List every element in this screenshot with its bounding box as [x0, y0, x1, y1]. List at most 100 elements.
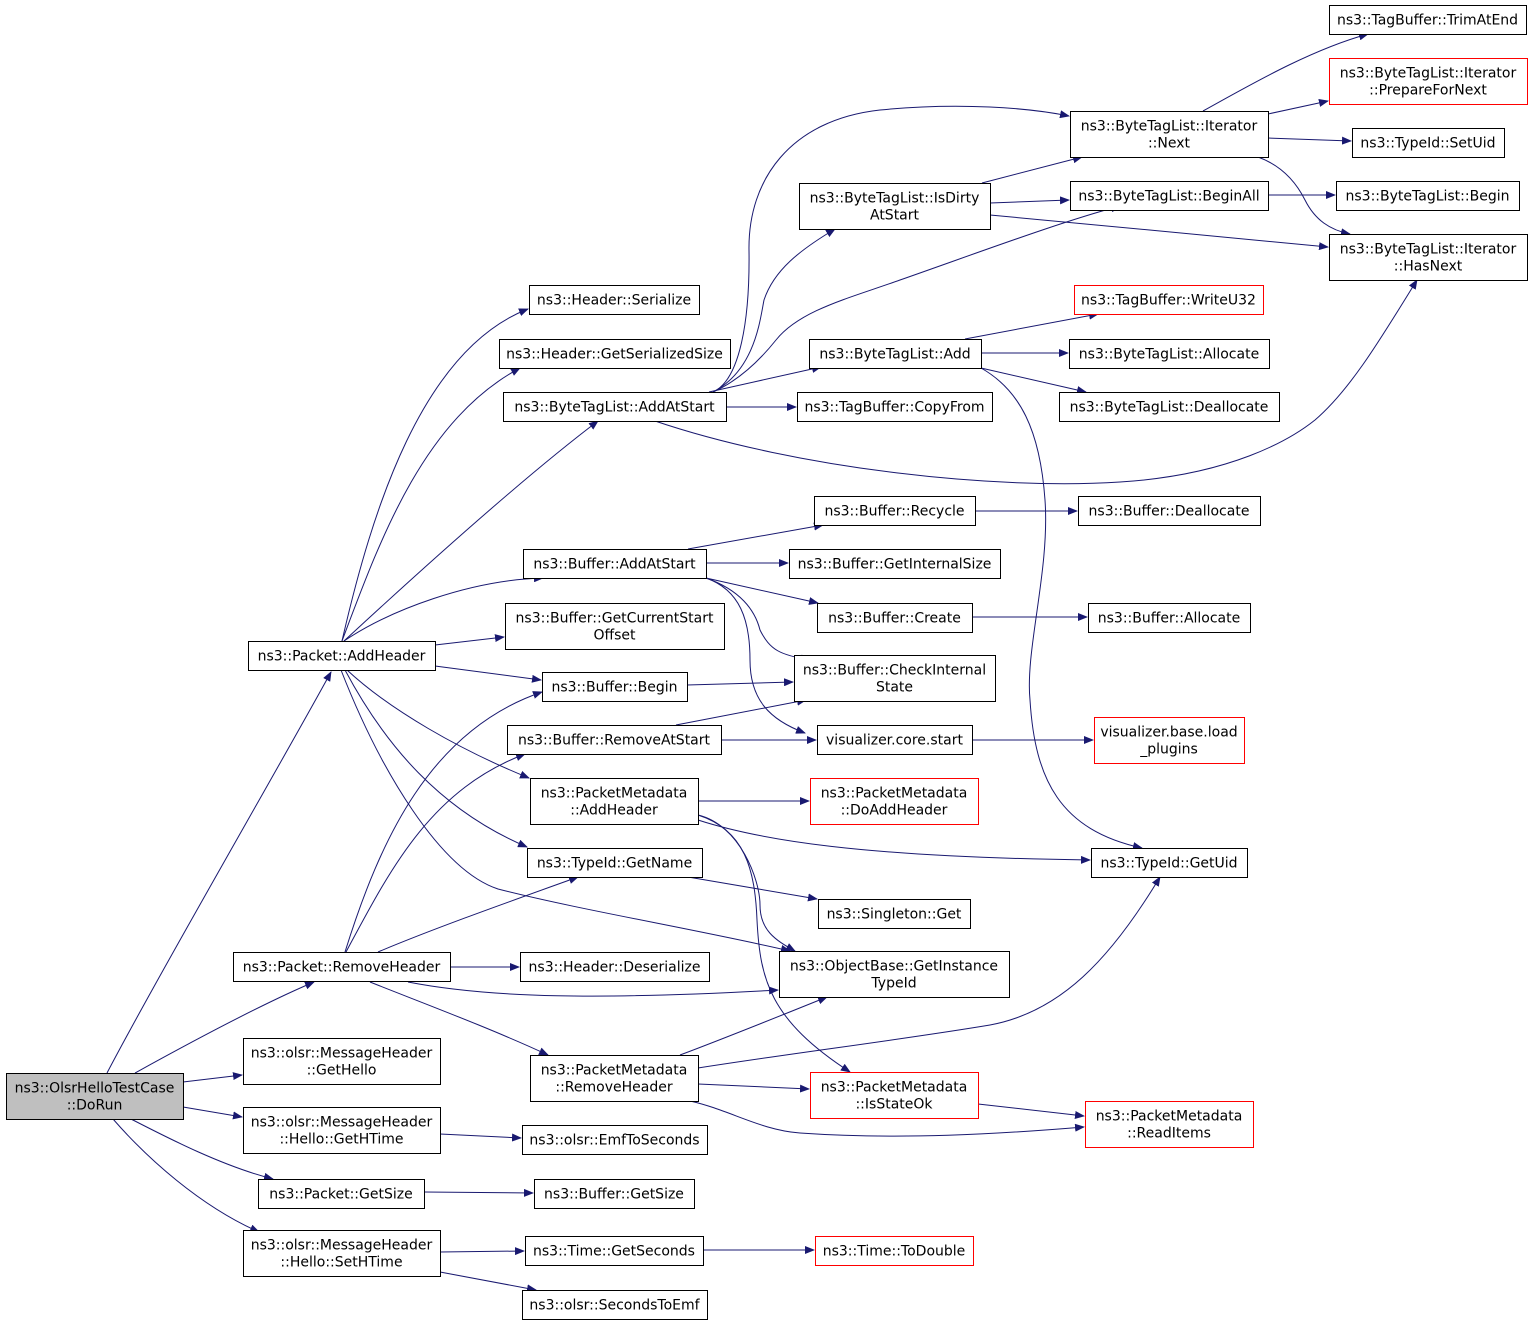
node-label-line: ns3::Buffer::GetCurrentStart [516, 611, 714, 627]
node-pkt-getsize[interactable]: ns3::Packet::GetSize [258, 1179, 425, 1209]
node-btl-beginall[interactable]: ns3::ByteTagList::BeginAll [1070, 181, 1269, 211]
node-tb-writeu32[interactable]: ns3::TagBuffer::WriteU32 [1074, 285, 1264, 315]
node-time-todouble[interactable]: ns3::Time::ToDouble [815, 1236, 974, 1266]
node-pm-addheader[interactable]: ns3::PacketMetadata::AddHeader [530, 778, 699, 825]
node-hello-sethtime[interactable]: ns3::olsr::MessageHeader::Hello::SetHTim… [243, 1230, 441, 1277]
node-box [534, 1179, 695, 1209]
node-box [233, 952, 451, 982]
node-buf-getsize[interactable]: ns3::Buffer::GetSize [534, 1179, 695, 1209]
node-pkt-removeheader[interactable]: ns3::Packet::RemoveHeader [233, 952, 451, 982]
node-time-getseconds[interactable]: ns3::Time::GetSeconds [525, 1236, 704, 1266]
node-msg-gethello[interactable]: ns3::olsr::MessageHeader::GetHello [243, 1038, 441, 1085]
edge-path [705, 577, 819, 605]
node-pm-isstateok[interactable]: ns3::PacketMetadata::IsStateOk [810, 1072, 979, 1119]
node-buf-recycle[interactable]: ns3::Buffer::Recycle [814, 496, 976, 526]
node-pm-removeheader[interactable]: ns3::PacketMetadata::RemoveHeader [530, 1055, 699, 1102]
node-pm-readitems[interactable]: ns3::PacketMetadata::ReadItems [1085, 1101, 1254, 1148]
node-box [1070, 181, 1269, 211]
node-label-line: ::DoRun [67, 1098, 123, 1114]
node-typeid-getname[interactable]: ns3::TypeId::GetName [527, 848, 703, 878]
node-secondstoemf[interactable]: ns3::olsr::SecondsToEmf [522, 1290, 708, 1320]
node-label-line: ns3::Packet::GetSize [269, 1187, 412, 1203]
node-box [1069, 339, 1270, 369]
edge-pm-isstateok-to-pm-readitems [977, 1103, 1085, 1119]
node-btl-begin[interactable]: ns3::ByteTagList::Begin [1336, 181, 1520, 211]
node-viz-core-start[interactable]: visualizer.core.start [817, 725, 973, 755]
node-pm-doaddheader[interactable]: ns3::PacketMetadata::DoAddHeader [810, 778, 979, 825]
edge-path [1267, 136, 1352, 145]
node-label-line: ns3::ByteTagList::Begin [1346, 189, 1510, 205]
node-label-line: ns3::ByteTagList::Add [819, 347, 970, 363]
node-hello-gethtime[interactable]: ns3::olsr::MessageHeader::Hello::GetHTim… [243, 1107, 441, 1154]
node-emftoseconds[interactable]: ns3::olsr::EmfToSeconds [522, 1125, 708, 1155]
node-buf-removeatstart[interactable]: ns3::Buffer::RemoveAtStart [507, 725, 722, 755]
node-typeid-setuid[interactable]: ns3::TypeId::SetUid [1352, 128, 1505, 158]
edge-path [989, 196, 1070, 205]
node-box [1088, 603, 1251, 633]
node-label-line: ns3::olsr::SecondsToEmf [529, 1298, 700, 1314]
node-box [503, 392, 727, 422]
function-nodes: ns3::OlsrHelloTestCase::DoRunns3::Packet… [6, 5, 1528, 1320]
node-label-line: ::IsStateOk [855, 1097, 933, 1113]
node-hdr-serialize[interactable]: ns3::Header::Serialize [529, 285, 700, 315]
node-box [529, 285, 700, 315]
node-buf-deallocate[interactable]: ns3::Buffer::Deallocate [1078, 496, 1261, 526]
node-hdr-deserialize[interactable]: ns3::Header::Deserialize [520, 952, 710, 982]
node-buf-begin[interactable]: ns3::Buffer::Begin [542, 672, 688, 702]
edge-root-to-pkt-removeheader [134, 981, 315, 1074]
edge-path [343, 420, 599, 642]
edge-path [341, 367, 521, 642]
edge-buf-addatstart-to-buf-recycle [687, 522, 824, 550]
node-hdr-getserializedsize[interactable]: ns3::Header::GetSerializedSize [499, 339, 731, 369]
node-buf-allocate[interactable]: ns3::Buffer::Allocate [1088, 603, 1251, 633]
node-box [799, 183, 991, 230]
node-btli-preparefornext[interactable]: ns3::ByteTagList::Iterator::PrepareForNe… [1329, 58, 1528, 105]
node-label-line: ns3::PacketMetadata [541, 1063, 688, 1079]
node-label-line: ns3::TypeId::GetName [537, 856, 692, 872]
node-root[interactable]: ns3::OlsrHelloTestCase::DoRun [6, 1073, 184, 1120]
edge-path [705, 577, 806, 734]
node-btli-hasnext[interactable]: ns3::ByteTagList::Iterator::HasNext [1329, 234, 1528, 281]
node-btl-deallocate[interactable]: ns3::ByteTagList::Deallocate [1059, 392, 1280, 422]
edge-path [697, 814, 796, 952]
node-tb-copyfrom[interactable]: ns3::TagBuffer::CopyFrom [797, 392, 993, 422]
edge-path [980, 367, 1087, 394]
edge-pm-removeheader-to-pm-readitems [689, 1100, 1085, 1137]
edge-pkt-addheader-to-ob-getinstancetypeid [340, 669, 791, 953]
node-singleton-get[interactable]: ns3::Singleton::Get [818, 899, 971, 929]
node-viz-base-loadplugins[interactable]: visualizer.base.load_plugins [1094, 717, 1245, 764]
node-buf-getinternalsize[interactable]: ns3::Buffer::GetInternalSize [789, 549, 1001, 579]
edge-path [675, 697, 807, 726]
node-btl-allocate[interactable]: ns3::ByteTagList::Allocate [1069, 339, 1270, 369]
node-box [1352, 128, 1505, 158]
node-label-line: ::RemoveHeader [555, 1080, 672, 1096]
node-btl-addatstart[interactable]: ns3::ByteTagList::AddAtStart [503, 392, 727, 422]
node-box [499, 339, 731, 369]
node-label-line: ns3::Buffer::GetInternalSize [798, 557, 992, 573]
edge-path [439, 1247, 525, 1256]
node-label-line: ::ReadItems [1127, 1126, 1211, 1142]
edge-path [712, 228, 836, 393]
node-box [814, 496, 976, 526]
edge-btl-isdirtyatstart-to-btl-beginall [989, 196, 1070, 205]
node-box [1059, 392, 1280, 422]
edge-path [964, 311, 1099, 340]
node-buf-addatstart[interactable]: ns3::Buffer::AddAtStart [523, 549, 707, 579]
edge-path [423, 1188, 534, 1197]
node-box [522, 1125, 708, 1155]
node-tb-trimatend[interactable]: ns3::TagBuffer::TrimAtEnd [1329, 5, 1527, 35]
edge-btli-next-to-tb-trimatend [1202, 32, 1369, 112]
node-btl-add[interactable]: ns3::ByteTagList::Add [809, 339, 982, 369]
node-box [248, 641, 436, 671]
node-btli-next[interactable]: ns3::ByteTagList::Iterator::Next [1070, 111, 1269, 158]
node-label-line: _plugins [1139, 742, 1198, 758]
node-buf-create[interactable]: ns3::Buffer::Create [817, 603, 973, 633]
edge-pkt-removeheader-to-buf-begin [344, 691, 543, 953]
node-typeid-getuid[interactable]: ns3::TypeId::GetUid [1091, 848, 1248, 878]
node-pkt-addheader[interactable]: ns3::Packet::AddHeader [248, 641, 436, 671]
node-box [1094, 717, 1245, 764]
